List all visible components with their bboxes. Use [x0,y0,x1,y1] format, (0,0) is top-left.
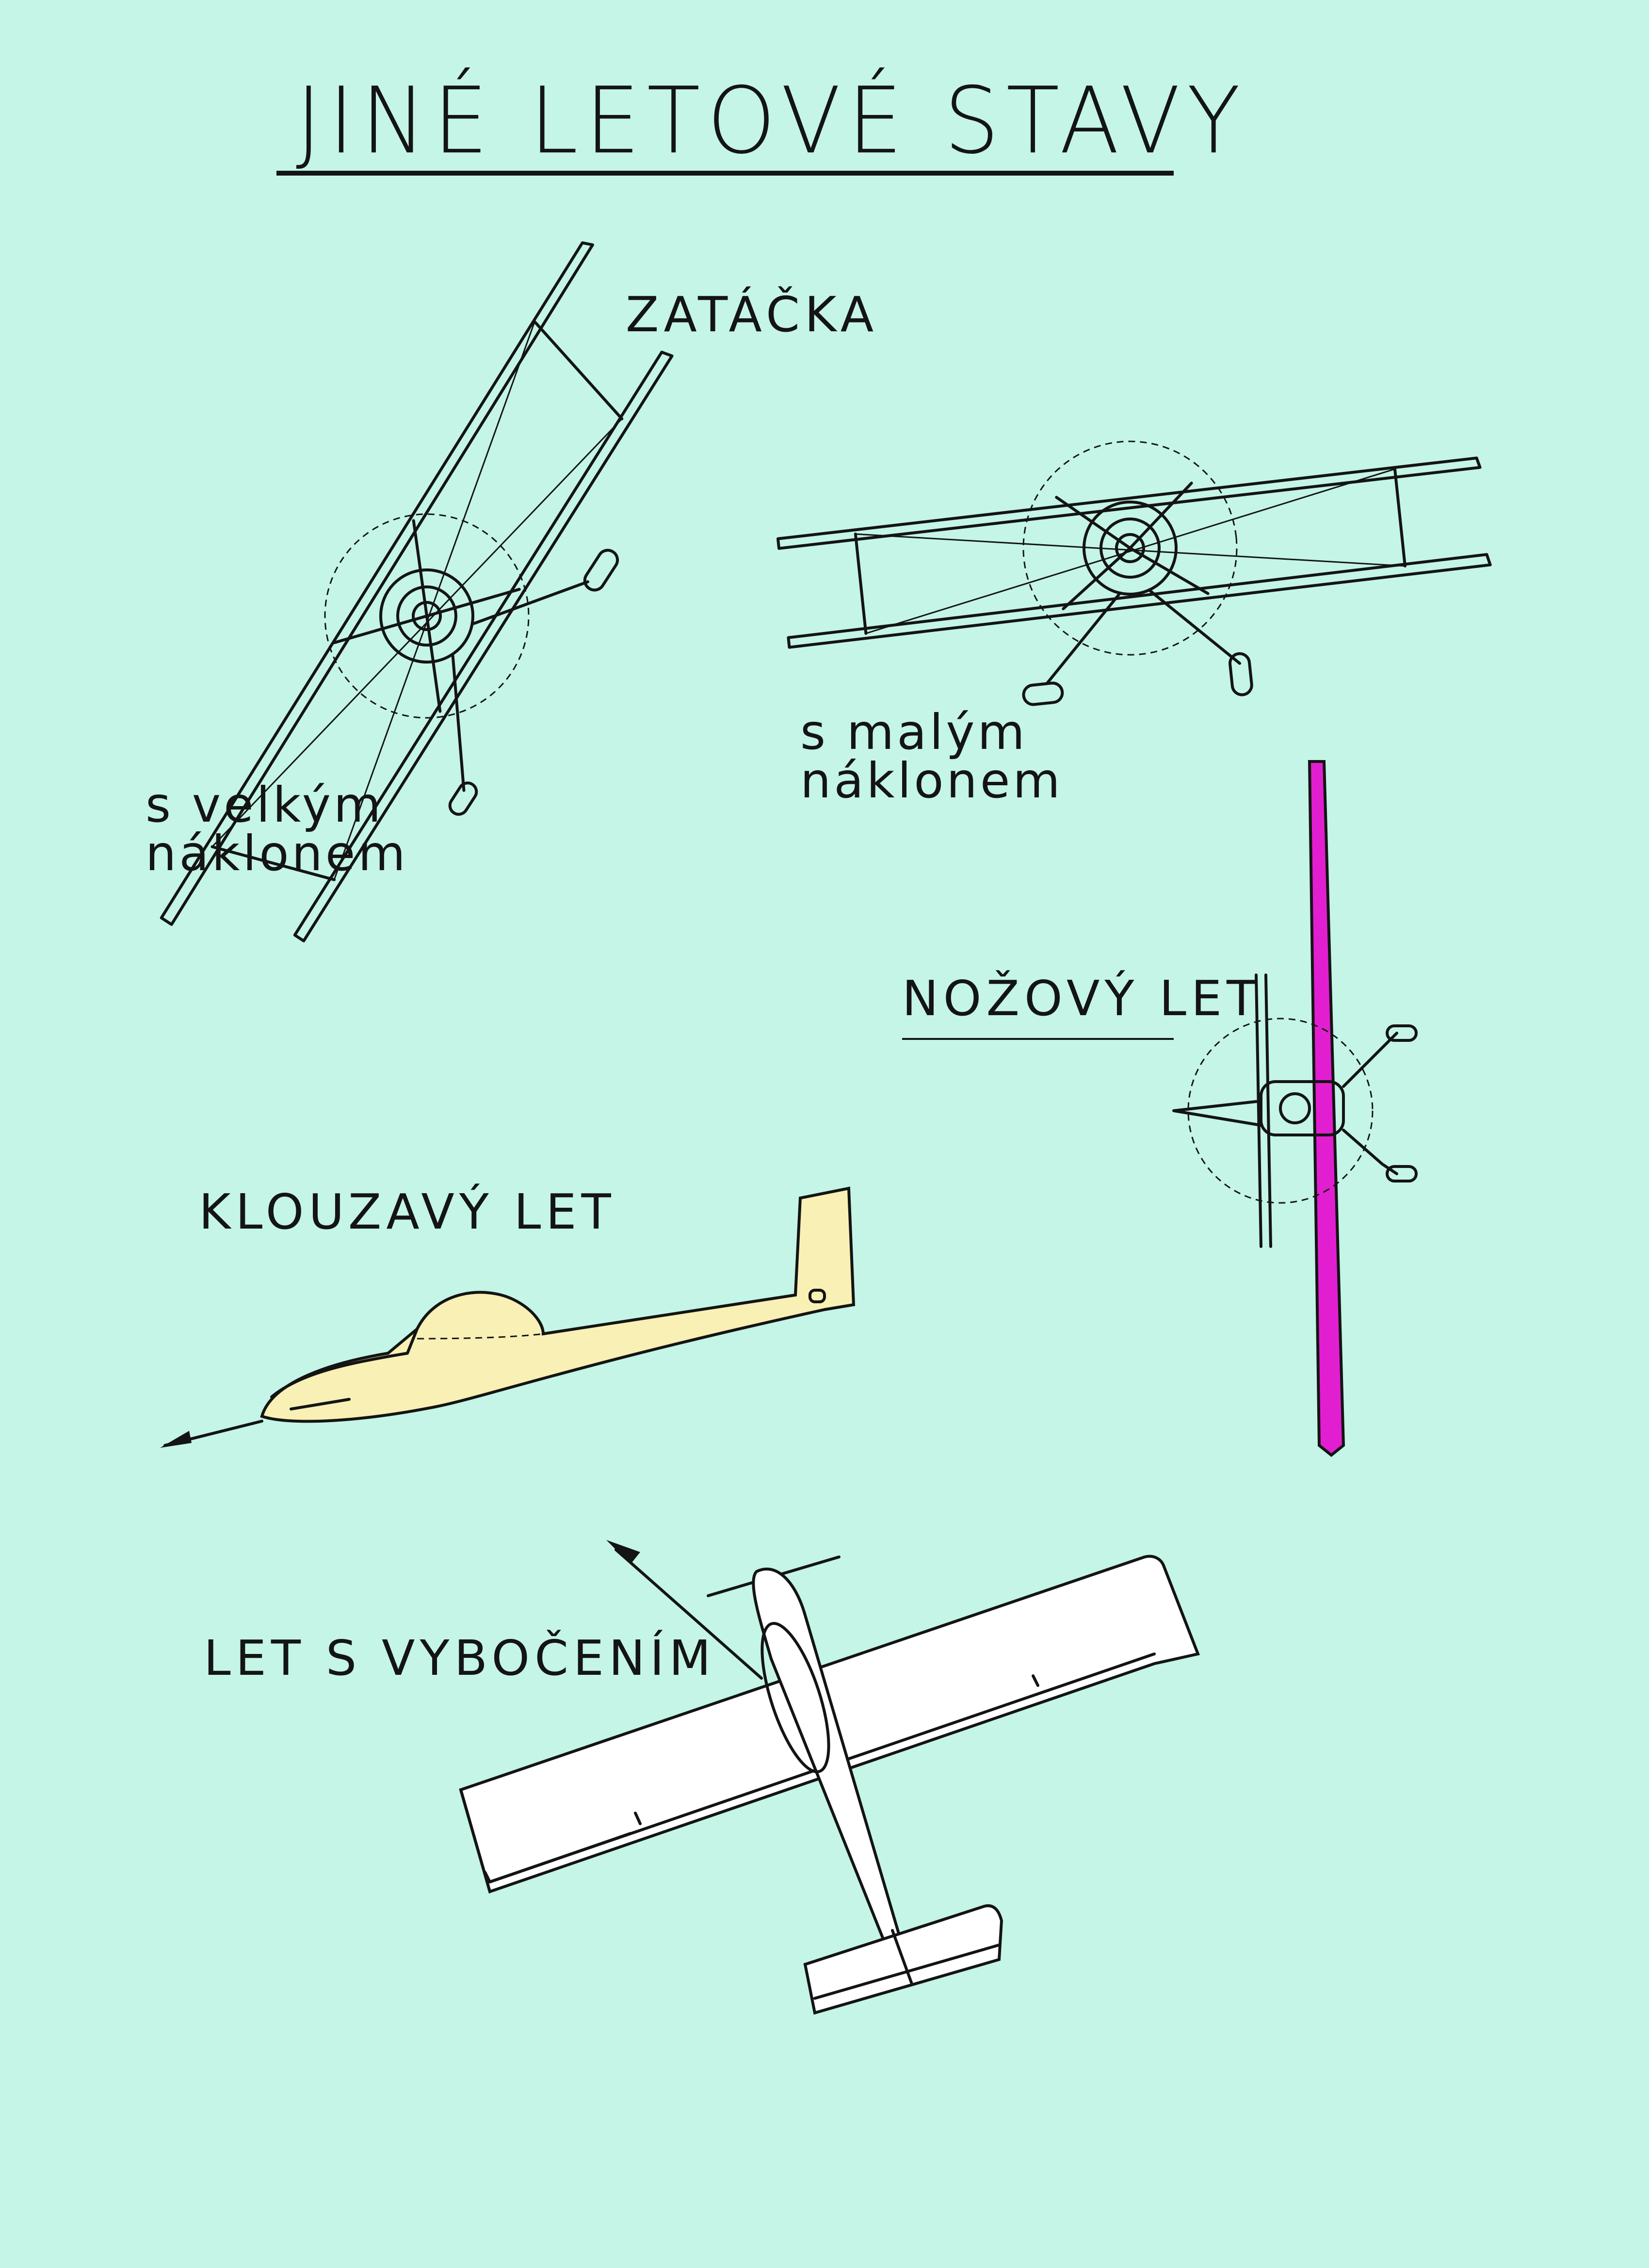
knife-edge-plane-icon [1172,760,1418,1457]
label-big-bank: s velkým náklonem [146,781,408,878]
label-knife-edge: NOŽOVÝ LET [902,970,1261,1027]
label-small-bank-line1: s malým [800,704,1028,761]
label-sideslip: LET S VYBOČENÍM [204,1630,716,1686]
label-small-bank: s malým náklonem [800,708,1063,805]
glider-side-icon [160,1186,856,1448]
label-zatacka: ZATÁČKA [626,286,879,343]
biplane-banked-steep-icon [160,241,674,942]
page-title: JINÉ LETOVÉ STAVY [296,68,1247,175]
label-big-bank-line2: náklonem [146,825,408,882]
label-small-bank-line2: náklonem [800,752,1063,809]
title-underline [276,171,1174,176]
label-big-bank-line1: s velkým [146,777,384,833]
biplane-banked-shallow-icon [776,440,1492,706]
label-glide: KLOUZAVÝ LET [199,1183,616,1240]
glider-top-icon [459,1540,1200,2015]
knife-edge-underline [902,1038,1174,1040]
